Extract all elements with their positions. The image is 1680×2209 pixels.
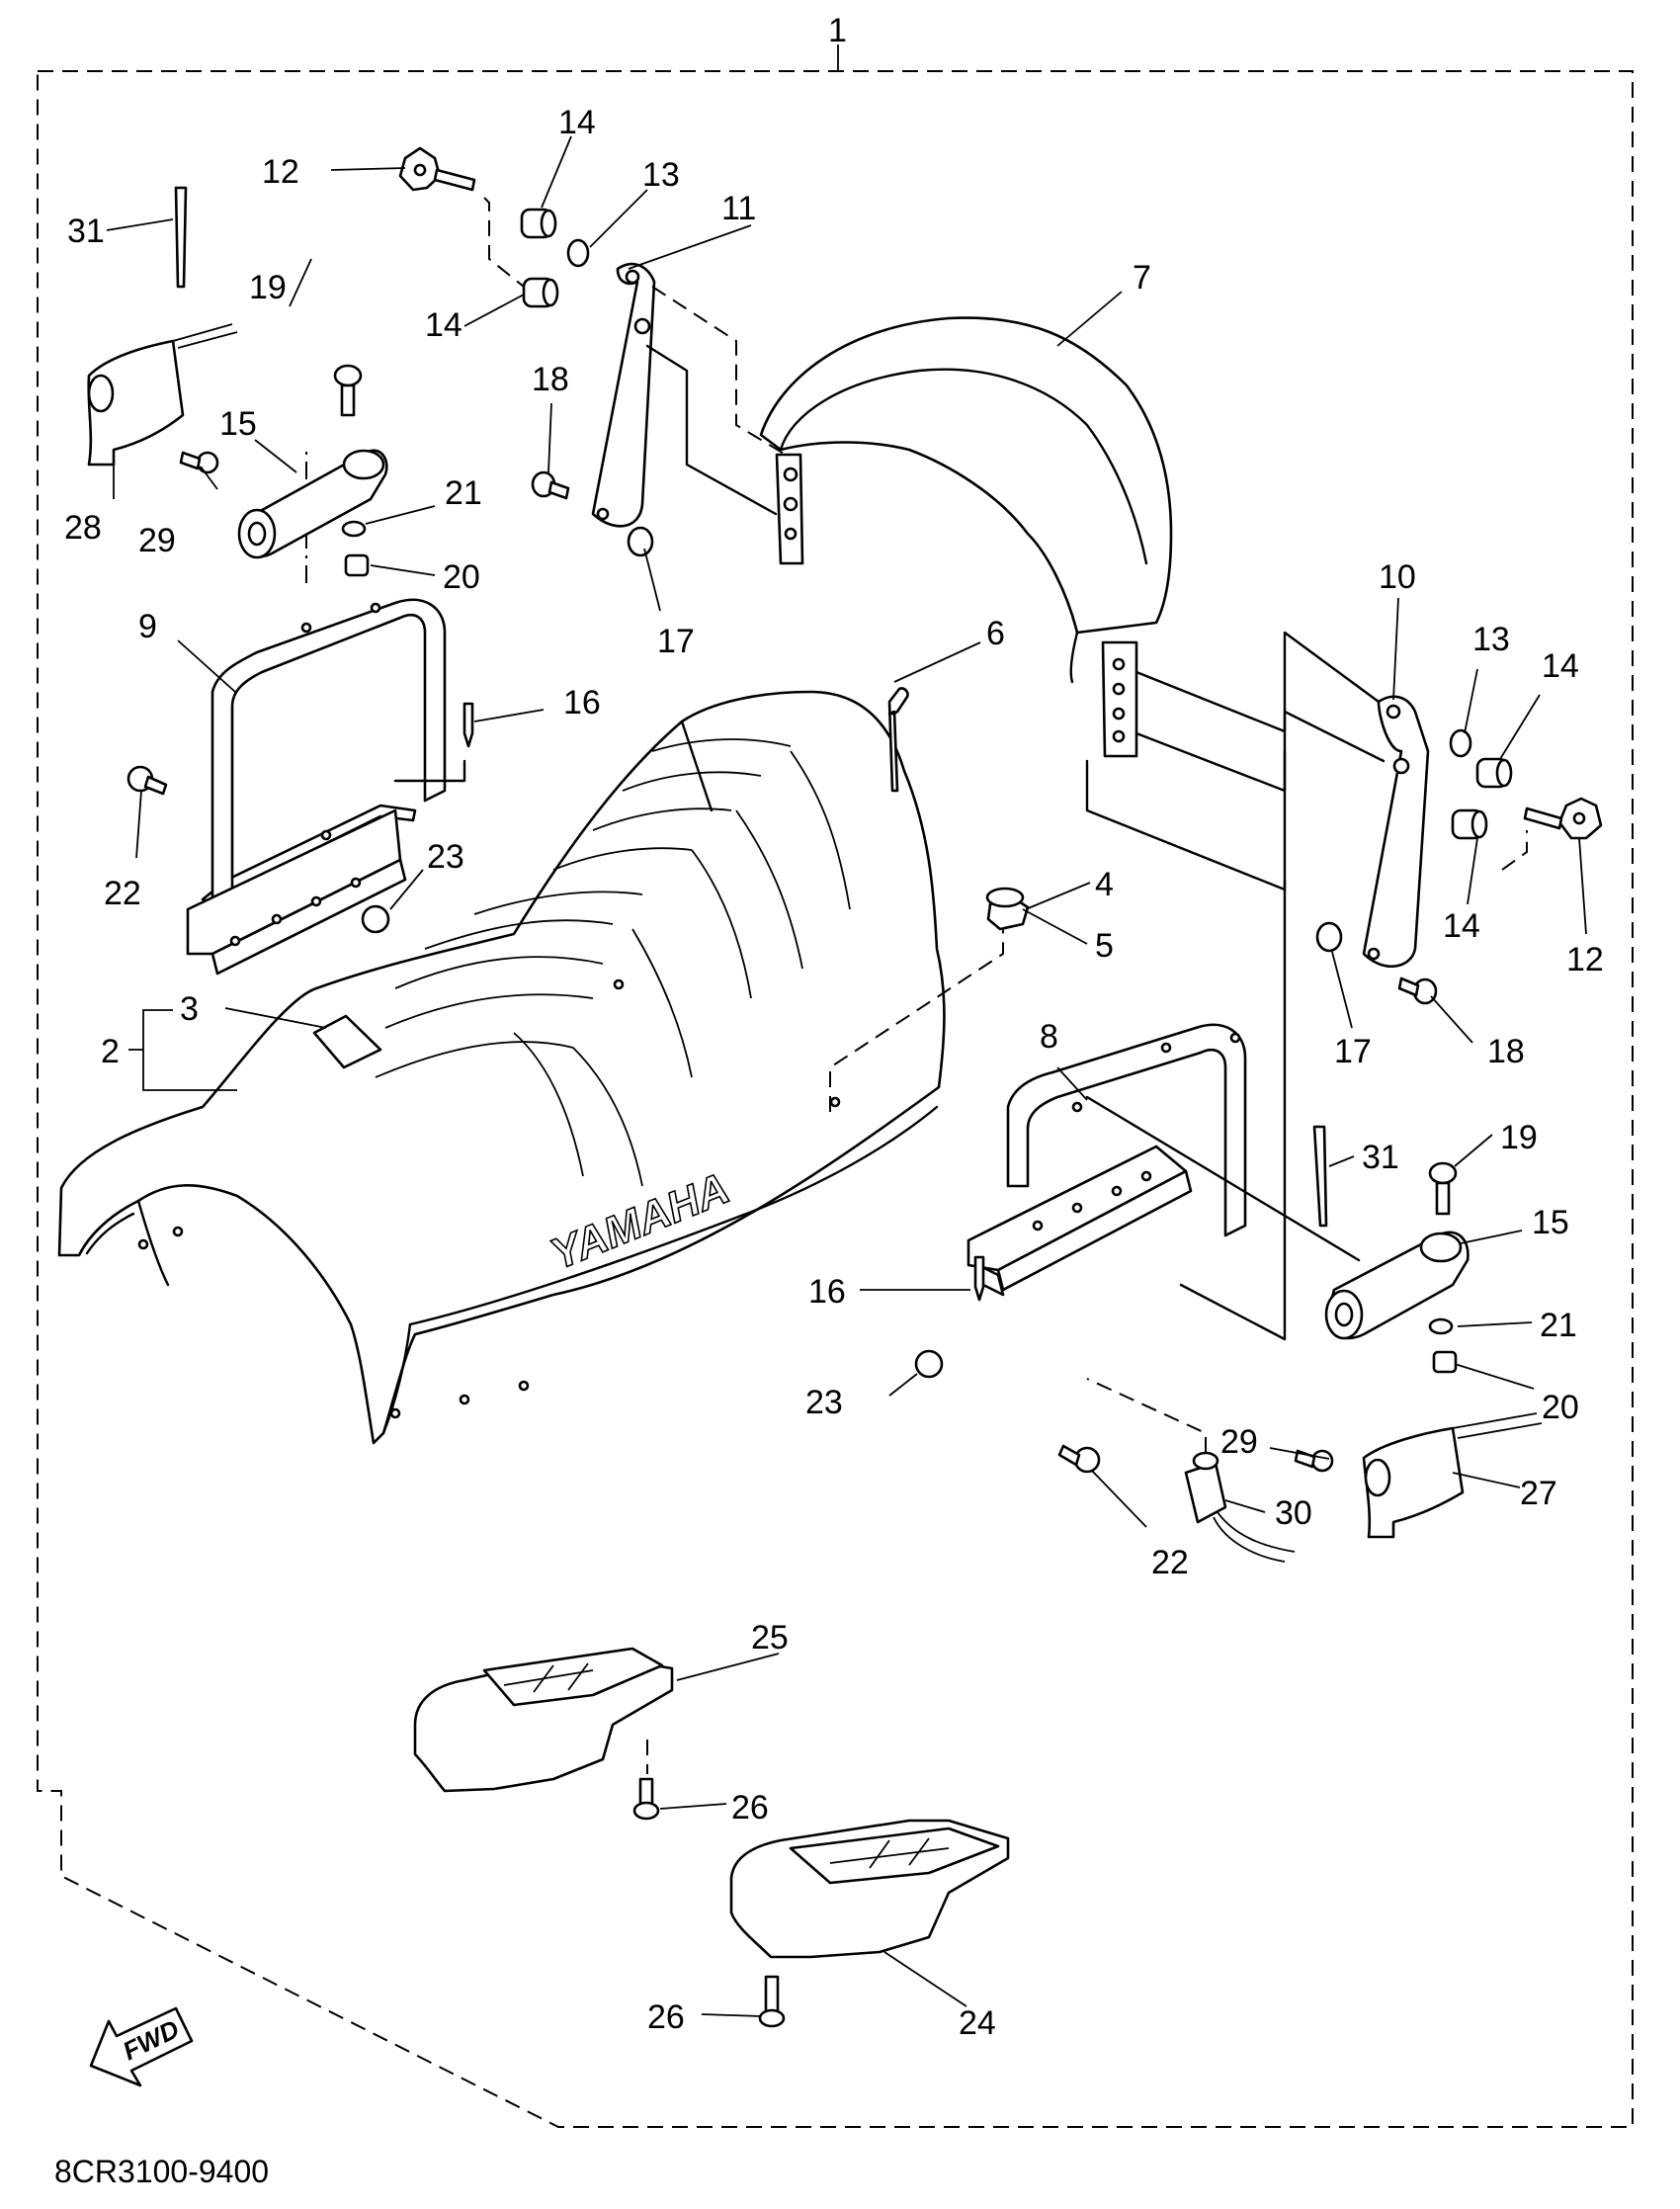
nut-23-left — [361, 904, 390, 934]
callout-15a: 15 — [219, 405, 257, 443]
bolt-22-left — [126, 765, 168, 796]
callout-18a: 18 — [532, 361, 569, 398]
switch — [1184, 1451, 1296, 1563]
seat: YAMAHA — [57, 690, 946, 1445]
callout-5: 5 — [1095, 927, 1114, 965]
bolt-19-left — [333, 364, 363, 417]
step-lower — [729, 1819, 1010, 1959]
callout-25: 25 — [751, 1619, 789, 1657]
callout-29a: 29 — [138, 522, 176, 559]
callout-9: 9 — [138, 608, 157, 645]
spacers — [520, 208, 1513, 840]
callout-13a: 13 — [642, 156, 680, 194]
callout-3: 3 — [180, 990, 199, 1028]
callout-8: 8 — [1040, 1018, 1058, 1056]
callout-20a: 20 — [443, 558, 480, 596]
callout-26b: 26 — [647, 1998, 685, 2036]
backrest-stay-right — [1362, 695, 1430, 969]
rivet-16-left — [462, 702, 474, 748]
washer-13-right — [1449, 728, 1472, 758]
callout-4: 4 — [1095, 866, 1114, 903]
callout-23b: 23 — [805, 1384, 843, 1421]
screw-26-lower — [758, 1975, 786, 2028]
callout-22b: 22 — [1151, 1544, 1189, 1581]
callout-12a: 12 — [262, 153, 299, 191]
harness-boot-left — [87, 339, 185, 467]
callout-6: 6 — [986, 615, 1005, 652]
callout-20b: 20 — [1542, 1389, 1579, 1426]
hook-6 — [887, 687, 909, 793]
callout-27: 27 — [1520, 1475, 1557, 1512]
callout-28: 28 — [64, 509, 102, 547]
washer-13-left — [566, 238, 590, 268]
seat-cover-flap — [312, 1014, 382, 1069]
nut-23-right — [914, 1349, 944, 1379]
callout-2: 2 — [101, 1033, 120, 1070]
callout-14a: 14 — [558, 104, 596, 141]
backrest — [759, 316, 1173, 758]
grab-handle-left — [186, 598, 447, 976]
callout-26a: 26 — [731, 1789, 769, 1827]
bolt-22-right — [1057, 1444, 1101, 1474]
bolt-19-right — [1428, 1161, 1458, 1216]
nut-20-left — [344, 553, 370, 577]
callout-29b: 29 — [1220, 1423, 1258, 1461]
callout-24: 24 — [959, 2004, 996, 2042]
callout-10: 10 — [1379, 558, 1416, 596]
backrest-stay-left — [591, 262, 656, 528]
callout-19b: 19 — [1500, 1119, 1538, 1156]
callout-11: 11 — [721, 190, 756, 227]
nut-20-right — [1432, 1350, 1458, 1374]
washer-21-right — [1428, 1317, 1454, 1335]
step-upper — [413, 1647, 674, 1793]
callout-31a: 31 — [67, 212, 105, 250]
washer-21-left — [341, 520, 367, 538]
knob-left — [398, 146, 476, 192]
callout-19a: 19 — [249, 269, 287, 306]
grip-left — [237, 449, 388, 559]
callout-14b: 14 — [425, 306, 462, 344]
callout-23a: 23 — [427, 838, 464, 876]
bolt-18-left — [531, 470, 570, 500]
callout-21a: 21 — [445, 474, 482, 512]
cable-tie-31-left — [174, 186, 188, 289]
screw-26-upper — [632, 1777, 660, 1821]
callout-31b: 31 — [1362, 1139, 1399, 1176]
callout-14c: 14 — [1542, 647, 1579, 685]
knob-right — [1523, 797, 1603, 840]
rivet-16-right — [973, 1255, 985, 1302]
callout-22a: 22 — [104, 875, 141, 912]
nut-17-left — [627, 526, 654, 557]
nut-17-right — [1315, 921, 1343, 953]
callout-18b: 18 — [1487, 1033, 1525, 1070]
callout-17a: 17 — [657, 623, 695, 660]
screw-29-left — [179, 451, 219, 474]
callout-16a: 16 — [563, 684, 601, 722]
washer-5 — [985, 887, 1025, 908]
fwd-arrow: FWD — [89, 2006, 194, 2087]
callout-12b: 12 — [1566, 941, 1604, 978]
callout-16b: 16 — [808, 1273, 846, 1311]
callout-30: 30 — [1275, 1494, 1312, 1532]
callout-13b: 13 — [1472, 621, 1510, 658]
callout-1: 1 — [828, 12, 847, 49]
callout-17b: 17 — [1334, 1033, 1372, 1070]
assembly-boundary — [37, 70, 1634, 2128]
bolt-18-right — [1397, 977, 1438, 1005]
leader-lines — [106, 135, 1587, 2017]
grip-right — [1324, 1231, 1470, 1340]
callout-7: 7 — [1133, 259, 1151, 297]
callout-21b: 21 — [1540, 1307, 1577, 1344]
callout-15b: 15 — [1532, 1204, 1569, 1241]
grab-handle-right — [966, 1023, 1247, 1297]
harness-boot-right — [1362, 1426, 1465, 1539]
drawing-code: 8CR3100-9400 — [54, 2154, 269, 2189]
callout-14d: 14 — [1443, 907, 1480, 945]
cable-tie-31-right — [1312, 1125, 1328, 1228]
callouts: 1 2 3 4 5 6 7 8 9 10 11 12 12 13 13 14 1… — [64, 12, 1604, 2042]
